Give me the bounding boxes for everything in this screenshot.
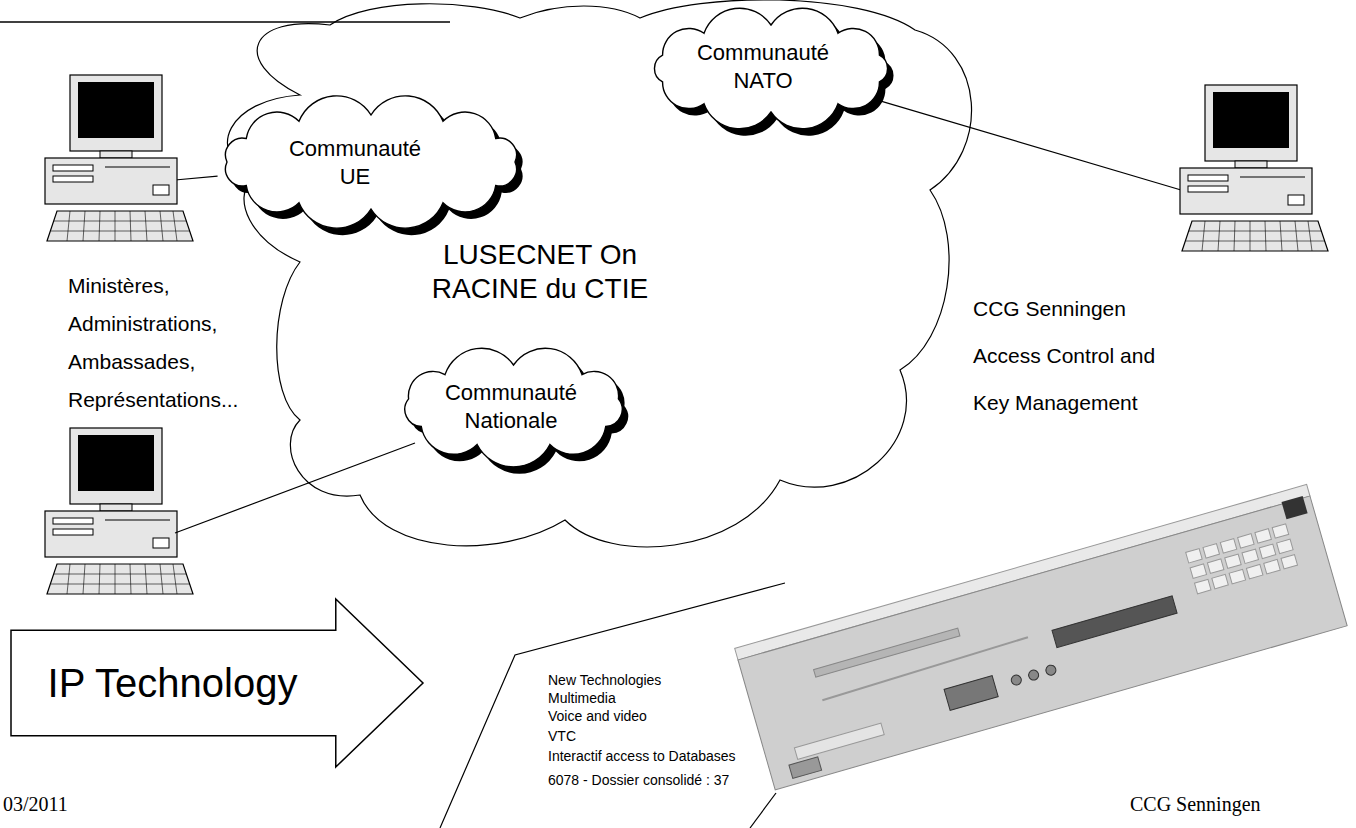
callout-line — [750, 793, 776, 828]
feature-item: New Technologies — [548, 672, 661, 688]
computer-icon — [45, 428, 193, 594]
slide-date: 03/2011 — [3, 793, 68, 816]
feature-item: Voice and video — [548, 708, 647, 724]
network-link — [175, 176, 218, 180]
control-workstation: CCG Senningen Access Control and Key Man… — [965, 80, 1330, 432]
crypto-device — [735, 484, 1347, 789]
footer-note: 6078 - Dossier consolidé : 37 — [548, 772, 729, 788]
node-text: Communauté Nationale — [436, 379, 586, 435]
community-cloud: Communauté UE — [205, 95, 545, 237]
community-cloud: Communauté Nationale — [385, 345, 650, 475]
slide-org: CCG Senningen — [1130, 793, 1261, 816]
office-workstation: Ministères, Administrations, Ambassades,… — [40, 75, 280, 425]
callout-line — [440, 583, 785, 828]
network-link — [877, 100, 1181, 190]
node-text: Communauté NATO — [688, 39, 838, 95]
community-cloud: Communauté NATO — [635, 5, 915, 140]
node-text: IP Technology — [10, 660, 335, 706]
feature-item: Multimedia — [548, 690, 616, 706]
node-text: LUSECNET On RACINE du CTIE — [420, 238, 660, 306]
node-text: CCG Senningen Access Control and Key Man… — [973, 285, 1183, 426]
computer-icon — [1180, 85, 1330, 255]
feature-item: VTC — [548, 728, 576, 744]
technology-arrow: IP Technology — [10, 598, 425, 768]
title-rule — [0, 21, 450, 23]
cloud-outline — [205, 95, 545, 237]
node-text: Ministères, Administrations, Ambassades,… — [68, 267, 268, 419]
network-cloud: LUSECNET On RACINE du CTIE Communauté UE C… — [195, 0, 1010, 570]
computer-icon — [45, 75, 195, 245]
feature-item: Interactif access to Databases — [548, 748, 736, 764]
node-text: Communauté UE — [280, 135, 430, 191]
